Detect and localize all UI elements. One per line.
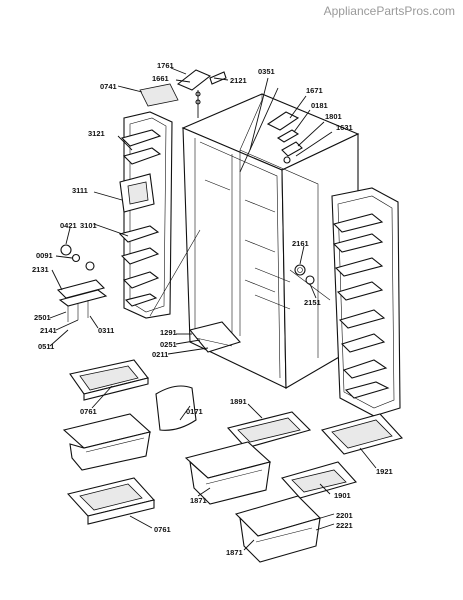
label-0181: 0181 [311,101,328,110]
crisper-pan-lower [234,495,322,563]
label-0351: 0351 [258,67,275,76]
top-hinge-right [266,111,303,164]
leader-lines [49,67,377,551]
label-2501: 2501 [34,313,51,322]
top-hinge-left [176,69,227,118]
label-2201: 2201 [336,511,353,520]
label-1661: 1661 [152,74,169,83]
label-2131: 2131 [32,265,49,274]
label-2151: 2151 [304,298,321,307]
label-1671: 1671 [306,86,323,95]
label-0211: 0211 [152,350,168,359]
shelf-1921 [320,413,404,455]
cabinet [181,93,360,389]
label-2121: 2121 [230,76,247,85]
ice-parts [56,244,108,322]
label-1891: 1891 [230,397,247,406]
label-1871-upper: 1871 [190,496,207,505]
label-3111: 3111 [72,186,88,195]
crisper-cover-1891 [226,411,312,449]
freezer-basket-middle [62,413,152,471]
fresh-food-door [331,187,401,417]
freezer-basket-top [69,359,149,401]
label-2221: 2221 [336,521,353,530]
chute-cover [155,385,197,431]
label-0091: 0091 [36,251,53,260]
crisper-pan-upper [184,441,272,505]
label-0421: 0421 [60,221,77,230]
label-2161: 2161 [292,239,309,248]
label-0311: 0311 [98,326,114,335]
label-1761: 1761 [157,61,174,70]
label-0761-top: 0761 [80,407,97,416]
label-0171: 0171 [186,407,203,416]
label-1901: 1901 [334,491,351,500]
freezer-door [118,111,173,319]
label-1291: 1291 [160,328,177,337]
label-0251: 0251 [160,340,177,349]
label-3121: 3121 [88,129,105,138]
label-2141: 2141 [40,326,57,335]
label-0511: 0511 [38,342,54,351]
label-1631: 1631 [336,123,353,132]
crisper-cover-1901 [281,461,357,499]
label-1921: 1921 [376,467,393,476]
part-labels: 1761 1661 2121 0741 0351 1671 0181 1801 … [32,61,393,557]
label-1801: 1801 [325,112,342,121]
label-0741: 0741 [100,82,117,91]
label-1871-lower: 1871 [226,548,243,557]
freezer-basket-bottom [66,477,156,525]
label-3101: 3101 [80,221,97,230]
label-0761-bottom: 0761 [154,525,171,534]
watermark: AppliancePartsPros.com [323,4,455,18]
